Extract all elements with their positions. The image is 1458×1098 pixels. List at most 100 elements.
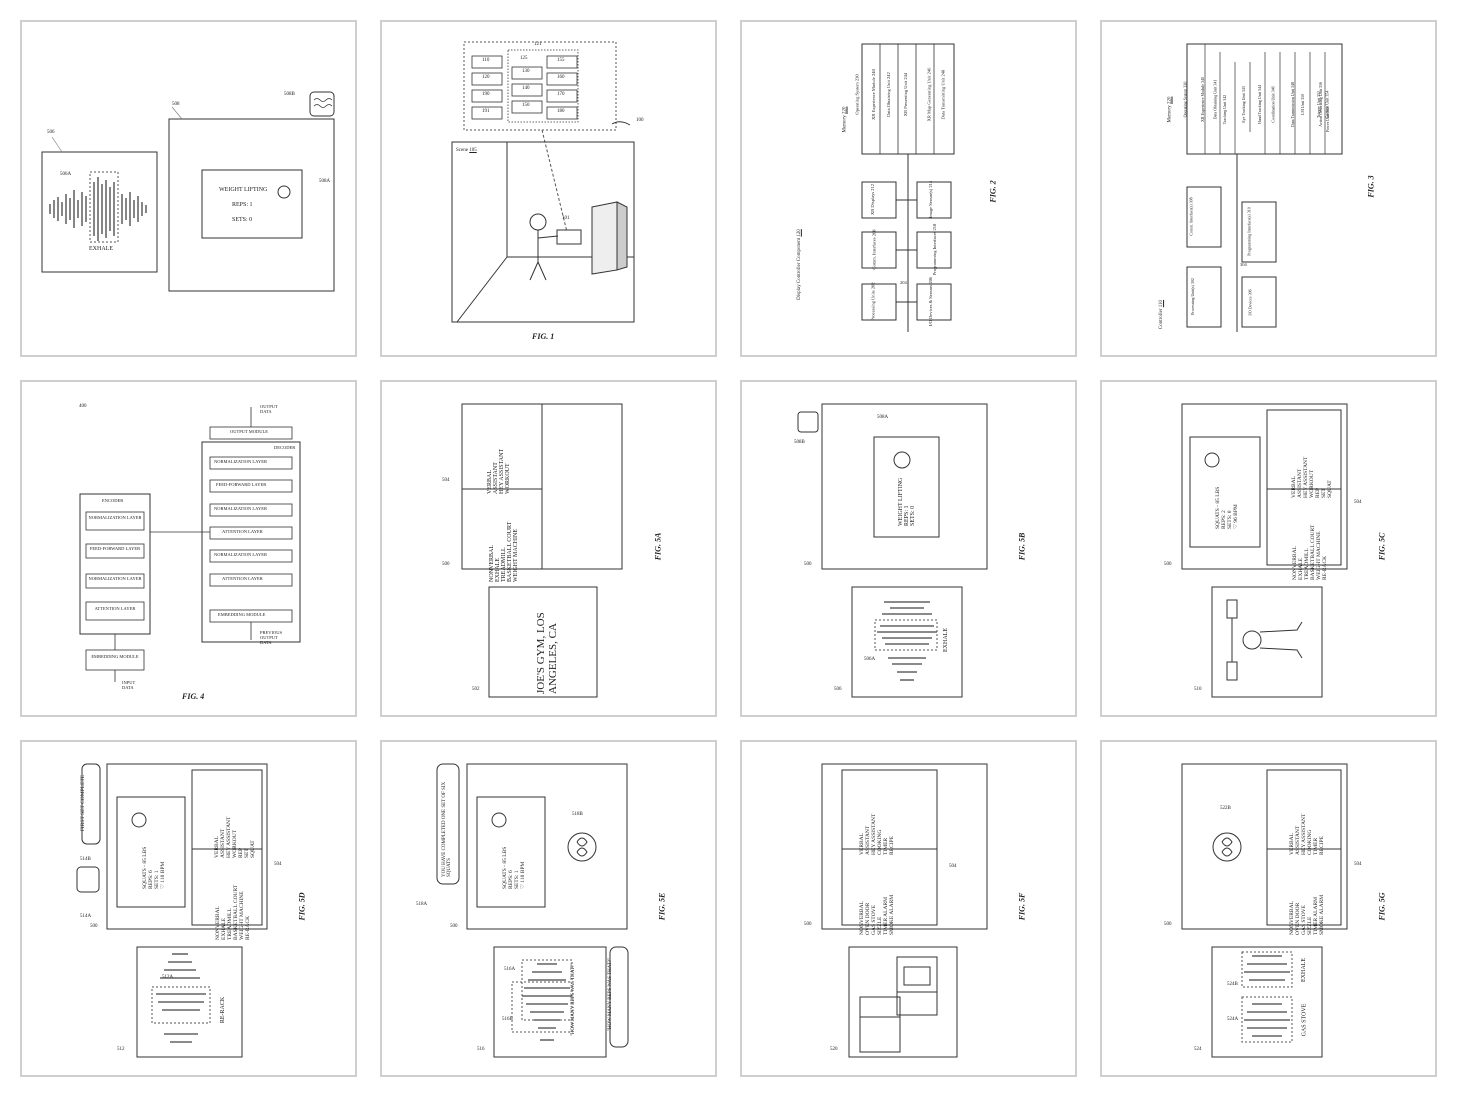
cell-180: 180 <box>557 109 565 114</box>
ref-516b: 516B <box>502 1017 513 1022</box>
verbal-list: VERBAL ASSISTANT HEY ASSISTANT WORKOUT <box>487 404 511 494</box>
cell-130: 130 <box>522 69 530 74</box>
verbal-list: VERBAL ASSISTANT HEY ASSISTANT COOKING T… <box>859 775 895 855</box>
label-decoder-norm-3: NORMALIZATION LAYER <box>214 552 267 557</box>
location-text: JOE'S GYM, LOS ANGELES, CA <box>535 612 559 694</box>
nonverbal-item: SMOKE ALARM <box>1319 894 1325 935</box>
ref-506: 506 <box>834 687 842 692</box>
ref-514b: 514B <box>80 857 91 862</box>
status-card: SQUATS - 85 LBS REPS: 2 SETS: 0 ♡ 96 BPM <box>1215 449 1239 529</box>
cell-170: 170 <box>557 92 565 97</box>
box-programming: Programming Interface(s) 310 <box>1246 207 1252 256</box>
label-bpm: ♡ 110 BPM <box>160 861 166 889</box>
box-comm-interface: Comm. Interface(s) 308 <box>1188 197 1194 236</box>
ref-502: 502 <box>472 687 480 692</box>
ref-121: 121 <box>534 42 542 47</box>
status-card: SQUATS - 85 LBS REPS: 6 SETS: 1 ♡ 110 BP… <box>142 809 166 889</box>
figure-caption: FIG. 1 <box>532 332 555 341</box>
box-xr-displays: XR Displays 212 <box>870 183 876 216</box>
question-text: "HOW MANY REPS WAS THAT?" <box>571 962 577 1037</box>
box-os: Operating System 230 <box>854 74 860 115</box>
label-output-module: OUTPUT MODULE <box>230 429 269 434</box>
box-data-obtaining: Data Obtaining Unit 341 <box>1212 79 1218 120</box>
figure-panel-p8: SQUATS - 85 LBS REPS: 2 SETS: 0 ♡ 96 BPM… <box>1100 380 1437 717</box>
figure-caption: FIG. 5G <box>1377 892 1387 921</box>
label-decoder-ff: FEED-FORWARD LAYER <box>216 482 267 487</box>
box-xr-presenting: XR Presenting Unit 244 <box>903 72 909 117</box>
figure-3-block-diagram <box>1186 43 1343 332</box>
ref-bus: 204 <box>900 280 907 285</box>
ref-504: 504 <box>442 478 450 483</box>
label-previous-output: PREVIOUS OUTPUT DATA <box>260 630 283 645</box>
figure-caption: FIG. 5C <box>1377 532 1387 561</box>
box-data-obtaining: Data Obtaining Unit 242 <box>885 72 891 117</box>
box-data-transmitting: Data Transmitting Unit 248 <box>940 69 946 120</box>
label-decoder-norm-1: NORMALIZATION LAYER <box>214 459 267 464</box>
label-encoder-norm-1: NORMALIZATION LAYER <box>88 515 142 520</box>
box-xr-module: XR Experience Module 340 <box>1200 77 1205 122</box>
label-output-data: OUTPUT DATA <box>260 404 278 414</box>
ref-500: 500 <box>804 562 812 567</box>
figure-caption: FIG. 3 <box>1366 175 1376 198</box>
box-action-generating: Action Generating Unit 356 <box>1317 82 1323 127</box>
label-re-rack: RE-RACK <box>220 996 227 1024</box>
figure-caption: FIG. 5B <box>1017 532 1027 561</box>
cell-110: 110 <box>482 58 490 63</box>
label-memory: Memory 220 <box>1167 96 1173 123</box>
label-weight-lifting: WEIGHT LIFTING <box>219 187 268 193</box>
ref-512a: 512A <box>162 975 174 980</box>
ref-510: 510 <box>1194 687 1202 692</box>
cell-190: 190 <box>482 92 490 97</box>
ref-508a: 508A <box>319 179 331 184</box>
verbal-item: WORKOUT <box>505 463 511 494</box>
ref-516: 516 <box>477 1047 485 1052</box>
status-card: SQUATS - 85 LBS REPS: 6 SETS: 1 ♡ 110 BP… <box>502 809 526 889</box>
box-coordination: Coordination Unit 346 <box>1270 86 1276 123</box>
cell-125: 125 <box>520 56 528 61</box>
label-bpm: ♡ 110 BPM <box>520 861 526 889</box>
cell-160: 160 <box>557 75 565 80</box>
ref-522b: 522B <box>1220 806 1231 811</box>
ref-504: 504 <box>949 864 957 869</box>
ref-506a: 506A <box>864 657 876 662</box>
ref-524a: 524A <box>1227 1017 1239 1022</box>
box-image-sensors: Image Sensor(s) 214 <box>928 180 934 219</box>
verbal-list: VERBAL ASSISTANT HEY ASSISTANT WORKOUT R… <box>1291 418 1333 498</box>
ref-bus: 304 <box>1240 262 1247 267</box>
figure-panel-p11: VERBAL ASSISTANT HEY ASSISTANT COOKING T… <box>740 740 1077 1077</box>
verbal-item: SQUAT <box>1327 480 1333 498</box>
figure-5-waveform-drawing <box>41 91 335 292</box>
figure-5a-drawing <box>461 403 623 698</box>
label-encoder-embed: EMBEDDING MODULE <box>91 654 139 659</box>
box-xr-map: XR Map Generating Unit 246 <box>926 67 932 122</box>
cell-140: 140 <box>522 86 530 91</box>
cell-150: 150 <box>522 103 530 108</box>
ref-518b: 518B <box>572 812 583 817</box>
ref-500: 500 <box>90 924 98 929</box>
box-power: Power Unit 360 <box>1325 106 1331 133</box>
ref-524: 524 <box>1194 1047 1202 1052</box>
figure-caption: FIG. 5D <box>297 892 307 921</box>
figure-panel-p2: 121 100 101 Scene 105 110 120 190 191 12… <box>380 20 717 357</box>
box-os: Operating System 330 <box>1182 81 1188 118</box>
figure-caption: FIG. 4 <box>182 692 205 701</box>
label-controller: Controller 110 <box>1159 299 1165 330</box>
label-exhale: EXHALE <box>1301 958 1307 982</box>
ref-500: 500 <box>1164 562 1172 567</box>
label-decoder-embed: EMBEDDING MODULE <box>218 612 266 617</box>
ref-512: 512 <box>117 1047 125 1052</box>
box-comm-interfaces: Comm. Interfaces 208 <box>871 229 877 270</box>
figure-5d-drawing <box>76 763 268 1058</box>
label-gas-stove: GAS STOVE <box>1301 1003 1308 1037</box>
ref-508: 508 <box>172 102 180 107</box>
figure-panel-p4: Memory 220 Controller 110 Operating Syst… <box>1100 20 1437 357</box>
figure-caption: FIG. 2 <box>988 180 998 203</box>
figure-5c-drawing <box>1181 403 1348 698</box>
nonverbal-item: WEIGHT MACHINE <box>513 528 519 582</box>
figure-panel-p3: Memory 220 Display Controller Component … <box>740 20 1077 357</box>
nonverbal-list: NONVERBAL EXHALE TREADMILL BASKETBALL CO… <box>489 482 519 582</box>
figure-caption: FIG. 5A <box>653 532 663 561</box>
box-io-devices: I/O Devices & Sensors 206 <box>928 276 934 327</box>
ref-504: 504 <box>1354 862 1362 867</box>
figure-2-block-diagram <box>861 43 955 332</box>
